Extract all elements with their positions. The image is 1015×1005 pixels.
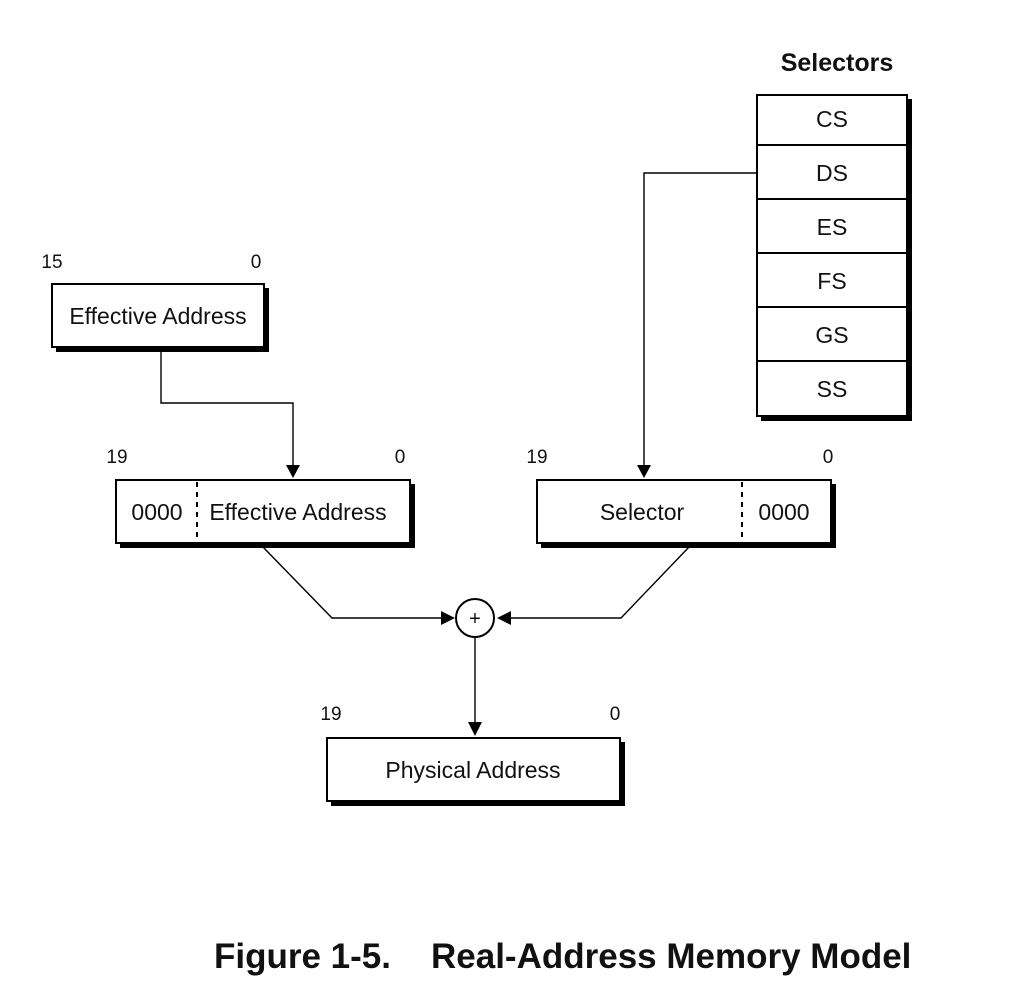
selectors-title: Selectors [781, 49, 894, 77]
ds-arrowhead-icon [637, 465, 651, 478]
plus-icon: + [469, 608, 481, 630]
ea-prefix-zeros: 0000 [131, 499, 182, 525]
selector-label: Selector [600, 499, 685, 525]
physical-address-label: Physical Address [385, 757, 560, 783]
effective-address-label: Effective Address [69, 303, 246, 329]
adder-right-arrowhead-icon [497, 611, 511, 625]
figure-title: Real-Address Memory Model [431, 937, 911, 976]
ea-to-adder-connector [261, 545, 442, 619]
selectors-table-frame [756, 94, 908, 417]
physical-address-box: Physical Address [326, 737, 625, 806]
selector-to-adder-connector [510, 545, 691, 619]
ea-arrowhead-icon [286, 465, 300, 478]
shifted-effective-address-frame [115, 479, 411, 544]
pa-bit-high: 19 [320, 704, 341, 725]
ds-to-selector-connector [643, 172, 756, 466]
register-cs: CS [816, 106, 848, 132]
ea20-bit-high: 19 [106, 447, 127, 468]
effective-address-box: Effective Address [51, 283, 269, 352]
figure-number: Figure 1-5. [214, 937, 391, 976]
sel20-bit-low: 0 [823, 447, 834, 468]
pa-bit-low: 0 [610, 704, 621, 725]
register-ds: DS [816, 160, 848, 186]
register-fs: FS [817, 268, 846, 294]
ea16-bit-low: 0 [251, 252, 262, 273]
ea20-bit-low: 0 [395, 447, 406, 468]
physical-address-frame [326, 737, 621, 802]
shifted-effective-address-label: Effective Address [209, 499, 386, 525]
shifted-selector-box: Selector 0000 [536, 479, 836, 548]
ea-to-shifted-connector [160, 348, 294, 466]
shifted-effective-address-box: 0000 Effective Address [115, 479, 415, 548]
physical-arrowhead-icon [468, 722, 482, 736]
effective-address-box-frame [51, 283, 265, 348]
register-ss: SS [817, 376, 848, 402]
ea16-bit-high: 15 [41, 252, 62, 273]
adder-left-arrowhead-icon [441, 611, 455, 625]
selector-suffix-zeros: 0000 [758, 499, 809, 525]
register-gs: GS [815, 322, 848, 348]
register-es: ES [817, 214, 848, 240]
selectors-table: CS DS ES FS GS SS [756, 94, 912, 421]
adder: + [455, 598, 495, 638]
shifted-selector-frame [536, 479, 832, 544]
sel20-bit-high: 19 [526, 447, 547, 468]
